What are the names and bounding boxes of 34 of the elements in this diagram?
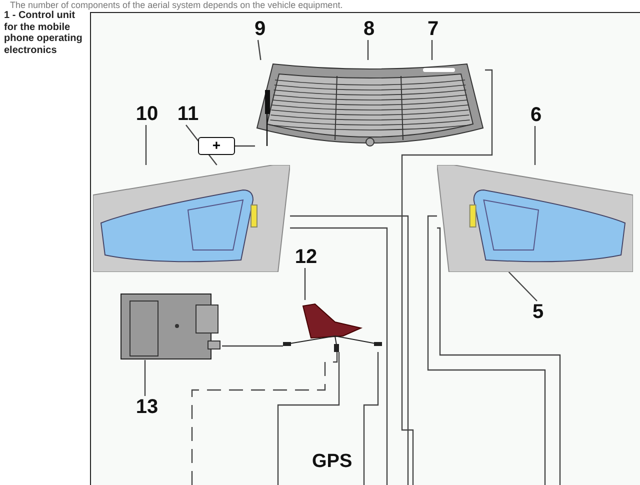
cable-line <box>277 352 340 485</box>
cable-line <box>363 352 379 485</box>
cable-line <box>191 352 338 485</box>
leader-line <box>257 40 262 60</box>
quarter-window-drawing <box>93 165 290 272</box>
leader-line <box>304 268 306 300</box>
cable-line <box>436 227 561 485</box>
cable-line <box>235 145 255 147</box>
callout-number: 13 <box>133 396 161 418</box>
leader-line <box>431 40 433 60</box>
leader-line <box>508 272 538 302</box>
leader-line <box>145 125 147 165</box>
cable-line <box>222 345 283 347</box>
leader-line <box>534 126 536 165</box>
callout-number: 5 <box>530 301 546 323</box>
callout-number: 6 <box>528 104 544 126</box>
callout-number: 8 <box>361 18 377 40</box>
callout-number: 9 <box>252 18 268 40</box>
control-unit-drawing <box>120 293 222 360</box>
cable-line <box>290 215 409 485</box>
cable-line <box>401 69 493 485</box>
callout-number: 11 <box>174 103 202 125</box>
callout-number: 12 <box>292 246 320 268</box>
legend-text: 1 - Control unit for the mobile phone operating electronics <box>4 10 84 56</box>
terminal-box: + <box>198 137 235 155</box>
cable-line <box>290 227 388 485</box>
note-text: The number of components of the aerial system depends on the vehicle equipment. <box>10 0 343 10</box>
leader-line <box>367 40 369 60</box>
callout-number: 7 <box>425 18 441 40</box>
quarter-window-drawing <box>437 165 633 272</box>
signal-label: GPS <box>312 451 352 473</box>
callout-number: 10 <box>133 103 161 125</box>
cable-line <box>427 215 546 485</box>
leader-line <box>144 360 146 396</box>
